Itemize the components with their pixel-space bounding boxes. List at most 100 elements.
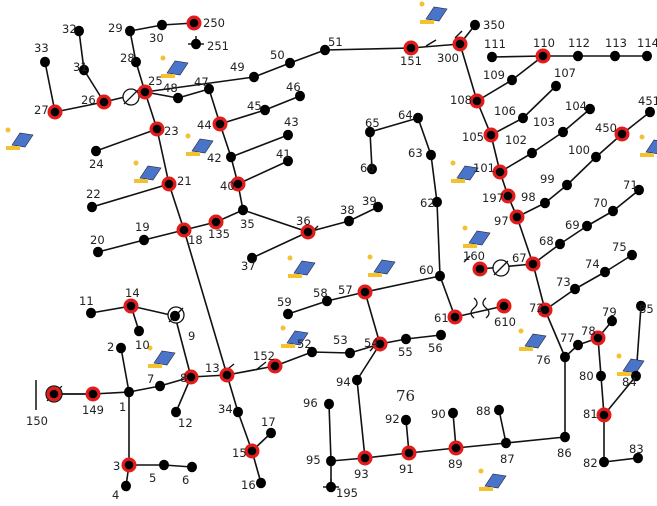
line-19-20 (97, 239, 145, 253)
bus-node-52 (307, 346, 317, 358)
bus-node-45 (260, 104, 270, 116)
line-55-56 (405, 334, 442, 340)
switch-icon (425, 39, 437, 47)
line-45-46 (264, 95, 301, 111)
bus-label-96: 96 (303, 396, 318, 410)
solar-panel-icon (147, 345, 176, 368)
line-58-59 (287, 300, 328, 315)
bus-node-114 (642, 50, 652, 62)
bus-label-12: 12 (178, 416, 193, 430)
bus-label-78: 78 (581, 324, 596, 338)
bus-label-74: 74 (585, 257, 600, 271)
bus-label-195: 195 (336, 486, 358, 500)
sun-icon (133, 160, 139, 166)
bus-label-21: 21 (177, 174, 192, 188)
bus-label-69: 69 (565, 218, 580, 232)
bus-node-9 (170, 310, 180, 322)
line-44-45 (219, 109, 266, 125)
bus-node-150 (49, 389, 59, 399)
bus-label-10: 10 (135, 338, 150, 352)
bus-label-106: 106 (494, 104, 516, 118)
bus-node-65 (365, 126, 375, 138)
line-70-71 (612, 189, 640, 212)
bus-label-451: 451 (638, 94, 657, 108)
line-300-108 (459, 43, 478, 102)
bus-node-91 (404, 448, 414, 458)
line-21-23 (156, 128, 170, 185)
solar-panel-icon (518, 328, 547, 351)
bus-node-152 (270, 361, 280, 371)
pv-panel (293, 260, 316, 276)
bus-label-63: 63 (408, 146, 423, 160)
bus-node-104 (585, 103, 595, 115)
bus-label-81: 81 (583, 407, 598, 421)
line-67-72 (532, 263, 546, 311)
bus-node-95 (326, 455, 336, 467)
bus-label-38: 38 (340, 203, 355, 217)
pv-base (420, 20, 434, 24)
bus-label-112: 112 (568, 36, 590, 50)
bus-label-91: 91 (399, 462, 414, 476)
line-89-91 (408, 447, 457, 454)
sun-icon (147, 345, 153, 351)
pv-base (288, 274, 302, 278)
bus-label-152: 152 (253, 349, 275, 363)
bus-label-29: 29 (108, 21, 123, 35)
bus-label-60: 60 (419, 263, 434, 277)
bus-label-103: 103 (533, 115, 555, 129)
bus-label-30: 30 (149, 31, 164, 45)
line-23-24 (95, 128, 158, 152)
pv-panel (468, 230, 491, 246)
bus-node-13 (222, 370, 232, 380)
bus-label-40: 40 (220, 179, 235, 193)
bus-node-610 (499, 301, 509, 311)
bus-node-40 (233, 179, 243, 189)
bus-node-113 (610, 50, 620, 62)
bus-node-62 (432, 196, 442, 208)
pv-base (281, 344, 295, 348)
bus-label-59: 59 (277, 295, 292, 309)
bus-node-88 (494, 404, 504, 416)
pv-panel (11, 132, 34, 148)
bus-node-451 (645, 106, 655, 118)
bus-node-35 (238, 204, 248, 216)
bus-node-46 (295, 90, 305, 102)
bus-node-112 (573, 50, 583, 62)
solar-panel-icon (133, 160, 162, 183)
bus-node-20 (93, 246, 103, 258)
bus-node-151 (406, 43, 416, 53)
sun-icon (367, 254, 373, 260)
bus-node-14 (126, 301, 136, 311)
line-68-69 (559, 225, 588, 245)
bus-node-23 (152, 124, 162, 134)
sun-icon (478, 468, 484, 474)
bus-label-8: 8 (180, 371, 187, 385)
sun-icon (616, 353, 622, 359)
switch-icon (255, 361, 267, 371)
bus-node-18 (179, 225, 189, 235)
bus-label-111: 111 (484, 37, 506, 51)
bus-node-19 (139, 234, 149, 246)
line-35-36 (242, 209, 309, 233)
bus-label-39: 39 (362, 194, 377, 208)
bus-node-55 (401, 333, 411, 345)
pv-panel (524, 333, 547, 349)
bus-label-99: 99 (540, 172, 555, 186)
line-36-37 (251, 231, 309, 259)
line-103-104 (562, 108, 591, 133)
line-51-151 (324, 47, 412, 51)
line-81-84 (603, 375, 637, 416)
bus-node-63 (426, 149, 436, 161)
bus-label-9: 9 (188, 329, 195, 343)
bus-label-80: 80 (579, 369, 594, 383)
solar-panel-icon (280, 325, 309, 348)
bus-node-3 (124, 460, 134, 470)
bus-node-90 (448, 407, 458, 419)
bus-label-64: 64 (398, 108, 413, 122)
bus-label-14: 14 (125, 286, 140, 300)
sun-icon (160, 55, 166, 61)
bus-node-96 (324, 398, 334, 410)
bus-label-85: 85 (639, 302, 654, 316)
solar-panel-icon (287, 255, 316, 278)
pv-base (463, 244, 477, 248)
